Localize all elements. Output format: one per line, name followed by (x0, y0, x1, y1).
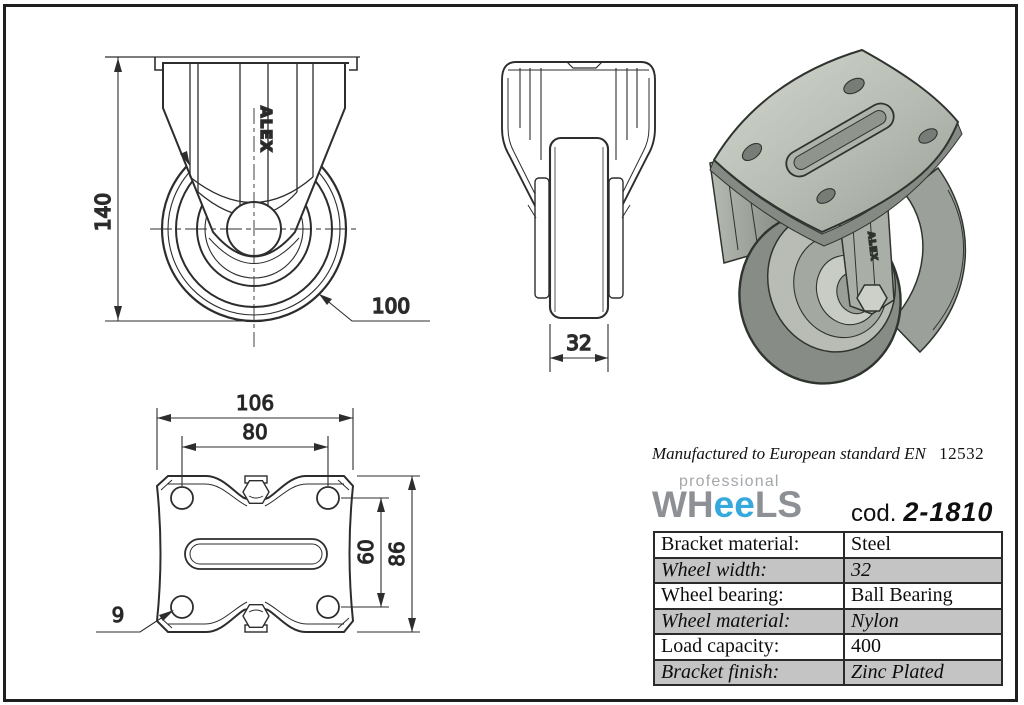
logo-ls: LS (754, 484, 803, 525)
spec-label: Wheel material: (653, 607, 845, 635)
spec-table: Bracket material: Steel Wheel width: 32 … (653, 531, 1003, 686)
brand-stamp-iso: ALEX (865, 231, 879, 262)
spec-label: Bracket material: (653, 531, 845, 559)
dim-bolt-hole-diameter: 9 (96, 602, 174, 633)
wheels-logo: WHeeLS (652, 486, 802, 524)
iso-view: ALEX (709, 48, 967, 385)
spec-value: Ball Bearing (843, 582, 1003, 610)
svg-text:140: 140 (91, 193, 115, 231)
dim-bolt-spacing-height: 60 (341, 497, 389, 608)
spec-value: 400 (843, 633, 1003, 661)
table-row: Wheel material: Nylon (653, 607, 1003, 635)
spec-label: Wheel width: (653, 556, 845, 584)
iso-plate-holes (741, 77, 938, 204)
standard-text: Manufactured to European standard EN (652, 444, 926, 463)
dim-front-height: 140 (90, 57, 258, 322)
brand-stamp-front: ALEX (257, 106, 275, 153)
spec-label: Load capacity: (653, 633, 845, 661)
dim-bolt-spacing-width: 80 (181, 419, 329, 486)
fork-edge-arrow (180, 151, 190, 166)
dim-plate-depth: 86 (357, 475, 420, 633)
code-label: cod. (851, 500, 897, 527)
spec-value: Zinc Plated (843, 658, 1003, 686)
table-row: Bracket material: Steel (653, 531, 1003, 559)
iso-plate-slot (785, 102, 895, 178)
table-row: Load capacity: 400 (653, 633, 1003, 661)
svg-text:60: 60 (354, 539, 378, 564)
plate-view: 106 80 60 86 9 (96, 390, 420, 633)
product-code: cod.2-1810 (851, 497, 993, 528)
spec-label: Wheel bearing: (653, 582, 845, 610)
svg-text:9: 9 (112, 603, 125, 627)
dim-wheel-diameter: 100 (318, 293, 430, 322)
iso-plate-edge (709, 122, 963, 247)
iso-rear-arm (889, 166, 967, 354)
plate-bolt-holes (170, 486, 340, 619)
plate-hex-bolt-top (242, 475, 270, 504)
svg-text:32: 32 (566, 331, 591, 355)
iso-axle-hex (856, 284, 888, 312)
front-view: ALEX 140 100 (90, 56, 430, 347)
spec-value: 32 (843, 556, 1003, 584)
svg-text:80: 80 (242, 420, 267, 444)
side-wheel (548, 136, 610, 320)
standard-number: 12532 (939, 444, 985, 463)
spec-value: Nylon (843, 607, 1003, 635)
svg-text:100: 100 (372, 294, 410, 318)
dim-wheel-width: 32 (549, 324, 609, 372)
table-row: Wheel bearing: Ball Bearing (653, 582, 1003, 610)
table-row: Bracket finish: Zinc Plated (653, 658, 1003, 686)
logo-ee: ee (713, 484, 755, 525)
svg-text:106: 106 (236, 391, 274, 415)
plate-hex-bolt-bottom (242, 604, 270, 633)
spec-label: Bracket finish: (653, 658, 845, 686)
code-value: 2-1810 (903, 497, 994, 527)
side-view: 32 (501, 61, 656, 372)
standard-line: Manufactured to European standard EN 125… (652, 444, 1004, 464)
dim-plate-width: 106 (156, 390, 354, 470)
table-row: Wheel width: 32 (653, 556, 1003, 584)
logo-wh: WH (652, 484, 714, 525)
logo-professional: professional (679, 473, 780, 490)
svg-text:86: 86 (385, 541, 409, 566)
spec-value: Steel (843, 531, 1003, 559)
